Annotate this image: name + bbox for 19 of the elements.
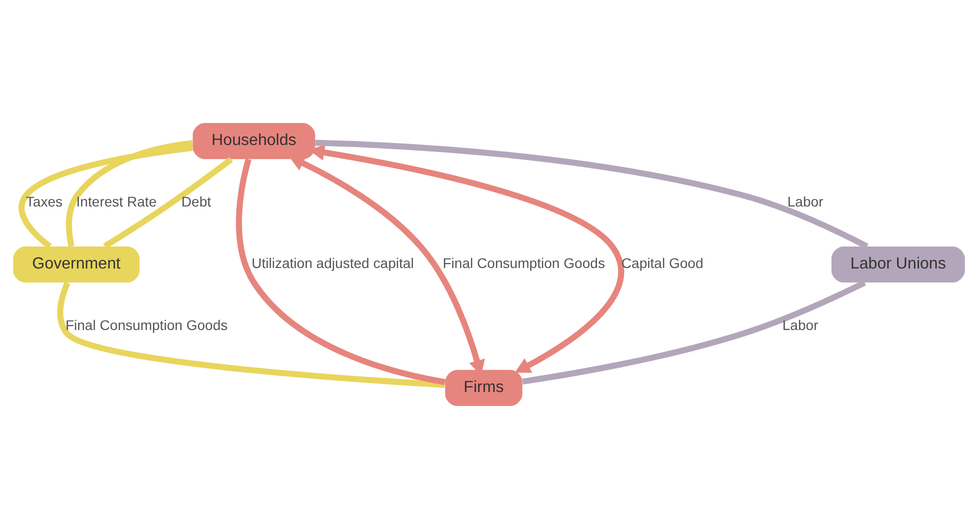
node-box: Labor Unions — [831, 246, 965, 283]
connector — [66, 140, 193, 247]
edge-label: Interest Rate — [76, 194, 157, 210]
connector — [18, 144, 193, 249]
connector — [236, 158, 446, 386]
connector — [103, 156, 234, 249]
edge-label: Debt — [181, 194, 212, 210]
edge-label: Final Consumption Goods — [65, 316, 228, 333]
edge-label: Taxes — [26, 194, 63, 210]
edge-label: Final Consumption Goods — [442, 255, 605, 272]
node-box: Firms — [445, 370, 522, 406]
node-box: Households — [192, 123, 316, 160]
connector — [522, 280, 866, 385]
edge-label: Labor — [787, 194, 824, 210]
connector — [315, 140, 868, 250]
node-box: Government — [13, 246, 140, 283]
connector — [57, 282, 445, 388]
edge-label: Utilization adjusted capital — [252, 255, 414, 272]
edge-label: Labor — [782, 316, 818, 333]
